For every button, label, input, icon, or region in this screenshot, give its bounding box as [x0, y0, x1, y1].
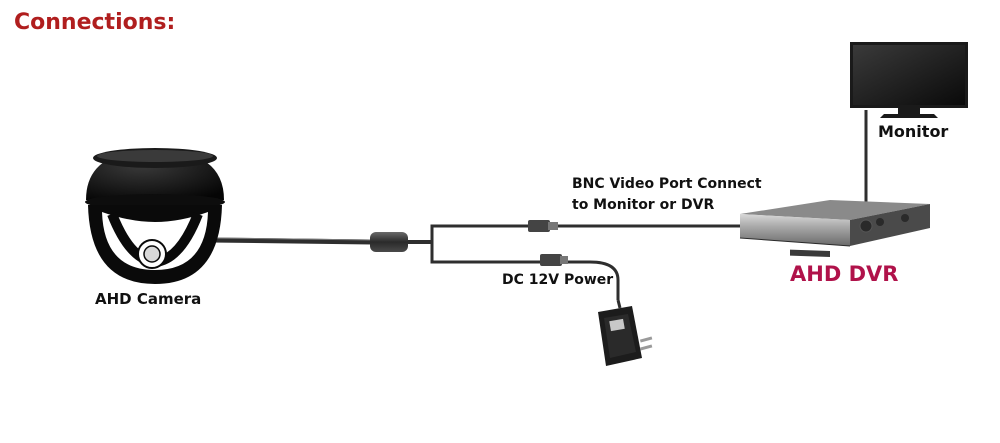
power-plug	[540, 254, 568, 266]
diagram-title: Connections:	[14, 10, 176, 35]
monitor-icon	[850, 42, 968, 118]
dvr-label: AHD DVR	[790, 262, 899, 286]
camera-cable	[207, 224, 620, 300]
dome-camera-icon	[85, 148, 225, 284]
video-connection-line1: BNC Video Port Connect	[572, 176, 762, 192]
video-cable	[528, 220, 740, 232]
video-connection-label: BNC Video Port Connect to Monitor or DVR	[572, 174, 762, 216]
power-connection-label: DC 12V Power	[502, 272, 614, 288]
camera-label: AHD Camera	[95, 290, 202, 308]
power-adapter-icon	[598, 299, 653, 366]
dvr-recorder-icon	[739, 200, 930, 257]
video-connection-line2: to Monitor or DVR	[572, 197, 715, 213]
monitor-label: Monitor	[878, 122, 949, 141]
